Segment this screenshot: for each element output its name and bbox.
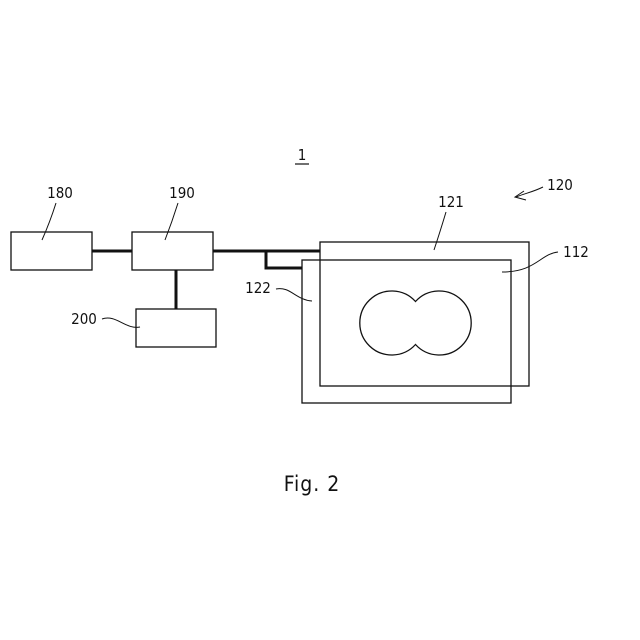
- assembly-number: 1: [298, 146, 307, 164]
- label-200: 200: [71, 310, 97, 328]
- label-180: 180: [47, 184, 73, 202]
- connector-190-122: [266, 251, 302, 268]
- leader-122: [276, 289, 312, 301]
- figure-caption: Fig. 2: [284, 472, 341, 496]
- label-112: 112: [563, 243, 589, 261]
- label-120: 120: [547, 176, 573, 194]
- label-121: 121: [438, 193, 464, 211]
- leader-120: [516, 187, 543, 197]
- block-190: [132, 232, 213, 270]
- label-190: 190: [169, 184, 195, 202]
- component-121: [320, 242, 529, 386]
- block-200: [136, 309, 216, 347]
- leader-200: [102, 318, 140, 327]
- label-122: 122: [245, 279, 271, 297]
- block-180: [11, 232, 92, 270]
